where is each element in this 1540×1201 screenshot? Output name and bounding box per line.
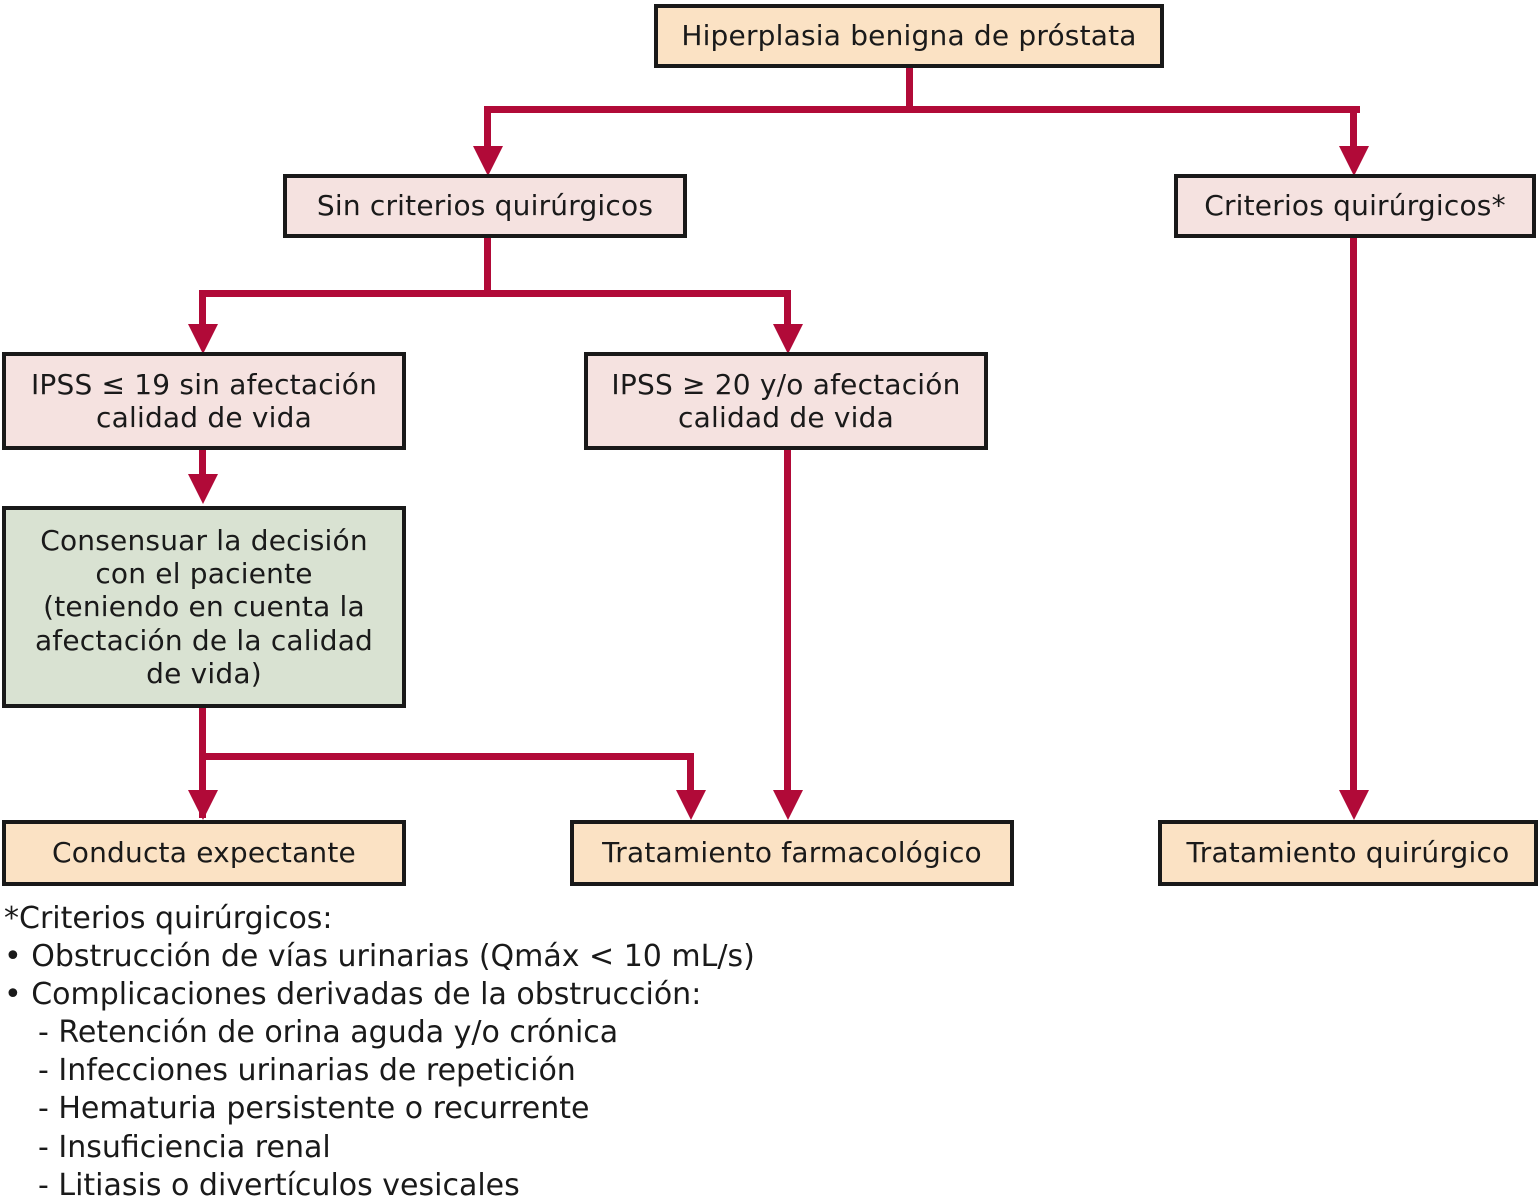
node-tratamiento-farmacologico[interactable]: Tratamiento farmacológico xyxy=(570,820,1014,886)
arrowhead-to-ipss-high xyxy=(773,324,803,354)
connector-ipss-bus xyxy=(199,290,791,297)
connector-sin-criterios-stem xyxy=(484,238,491,296)
arrowhead-to-ipss-low xyxy=(188,324,218,354)
connector-root-to-left xyxy=(484,106,491,156)
footnote-bullet-complicaciones: • Complicaciones derivadas de la obstruc… xyxy=(4,977,702,1013)
footnote-surgical-criteria: *Criterios quirúrgicos: • Obstrucción de… xyxy=(4,900,1104,1201)
arrowhead-to-criterios xyxy=(1339,146,1369,176)
arrowhead-to-conducta-expectante xyxy=(188,790,218,820)
connector-ipss-low-to-decision xyxy=(199,450,206,480)
connector-bus-to-farmacologico xyxy=(687,753,694,809)
node-hiperplasia-benigna-prostata[interactable]: Hiperplasia benigna de próstata xyxy=(654,4,1164,68)
footnote-item-insuficiencia-renal: - Insuficiencia renal xyxy=(38,1129,331,1165)
arrowhead-to-farmacologico-left xyxy=(676,790,706,820)
footnote-item-litiasis-diverticulos: - Litiasis o divertículos vesicales xyxy=(38,1167,520,1201)
connector-decision-stem xyxy=(199,708,206,818)
arrowhead-to-sin-criterios xyxy=(473,146,503,176)
footnote-item-hematuria: - Hematuria persistente o recurrente xyxy=(38,1091,590,1127)
connector-root-stem xyxy=(906,66,913,113)
footnote-title: *Criterios quirúrgicos: xyxy=(4,901,333,936)
node-consensuar-decision-paciente[interactable]: Consensuar la decisión con el paciente (… xyxy=(2,506,406,708)
connector-bus-to-ipss-high xyxy=(784,290,791,332)
node-criterios-quirurgicos[interactable]: Criterios quirúrgicos* xyxy=(1174,174,1536,238)
footnote-item-retencion-orina: - Retención de orina aguda y/o crónica xyxy=(38,1015,619,1051)
arrowhead-to-tratamiento-quirurgico xyxy=(1339,790,1369,820)
connector-criterios-to-quirurgico xyxy=(1350,238,1357,810)
connector-root-to-right xyxy=(1350,106,1357,156)
node-tratamiento-quirurgico[interactable]: Tratamiento quirúrgico xyxy=(1158,820,1538,886)
node-sin-criterios-quirurgicos[interactable]: Sin criterios quirúrgicos xyxy=(283,174,687,238)
arrowhead-to-farmacologico-right xyxy=(773,790,803,820)
connector-ipss-high-to-farmacologico xyxy=(784,450,791,810)
footnote-bullet-obstruccion: • Obstrucción de vías urinarias (Qmáx < … xyxy=(4,939,755,975)
node-conducta-expectante[interactable]: Conducta expectante xyxy=(2,820,406,886)
connector-bus-to-ipss-low xyxy=(199,290,206,332)
footnote-item-infecciones-urinarias: - Infecciones urinarias de repetición xyxy=(38,1053,576,1089)
node-ipss-mayor-igual-20[interactable]: IPSS ≥ 20 y/o afectación calidad de vida xyxy=(584,352,988,450)
connector-decision-bus xyxy=(199,753,694,760)
arrowhead-to-decision xyxy=(188,474,218,504)
node-ipss-menor-igual-19[interactable]: IPSS ≤ 19 sin afectación calidad de vida xyxy=(2,352,406,450)
connector-root-bus xyxy=(484,106,1360,113)
